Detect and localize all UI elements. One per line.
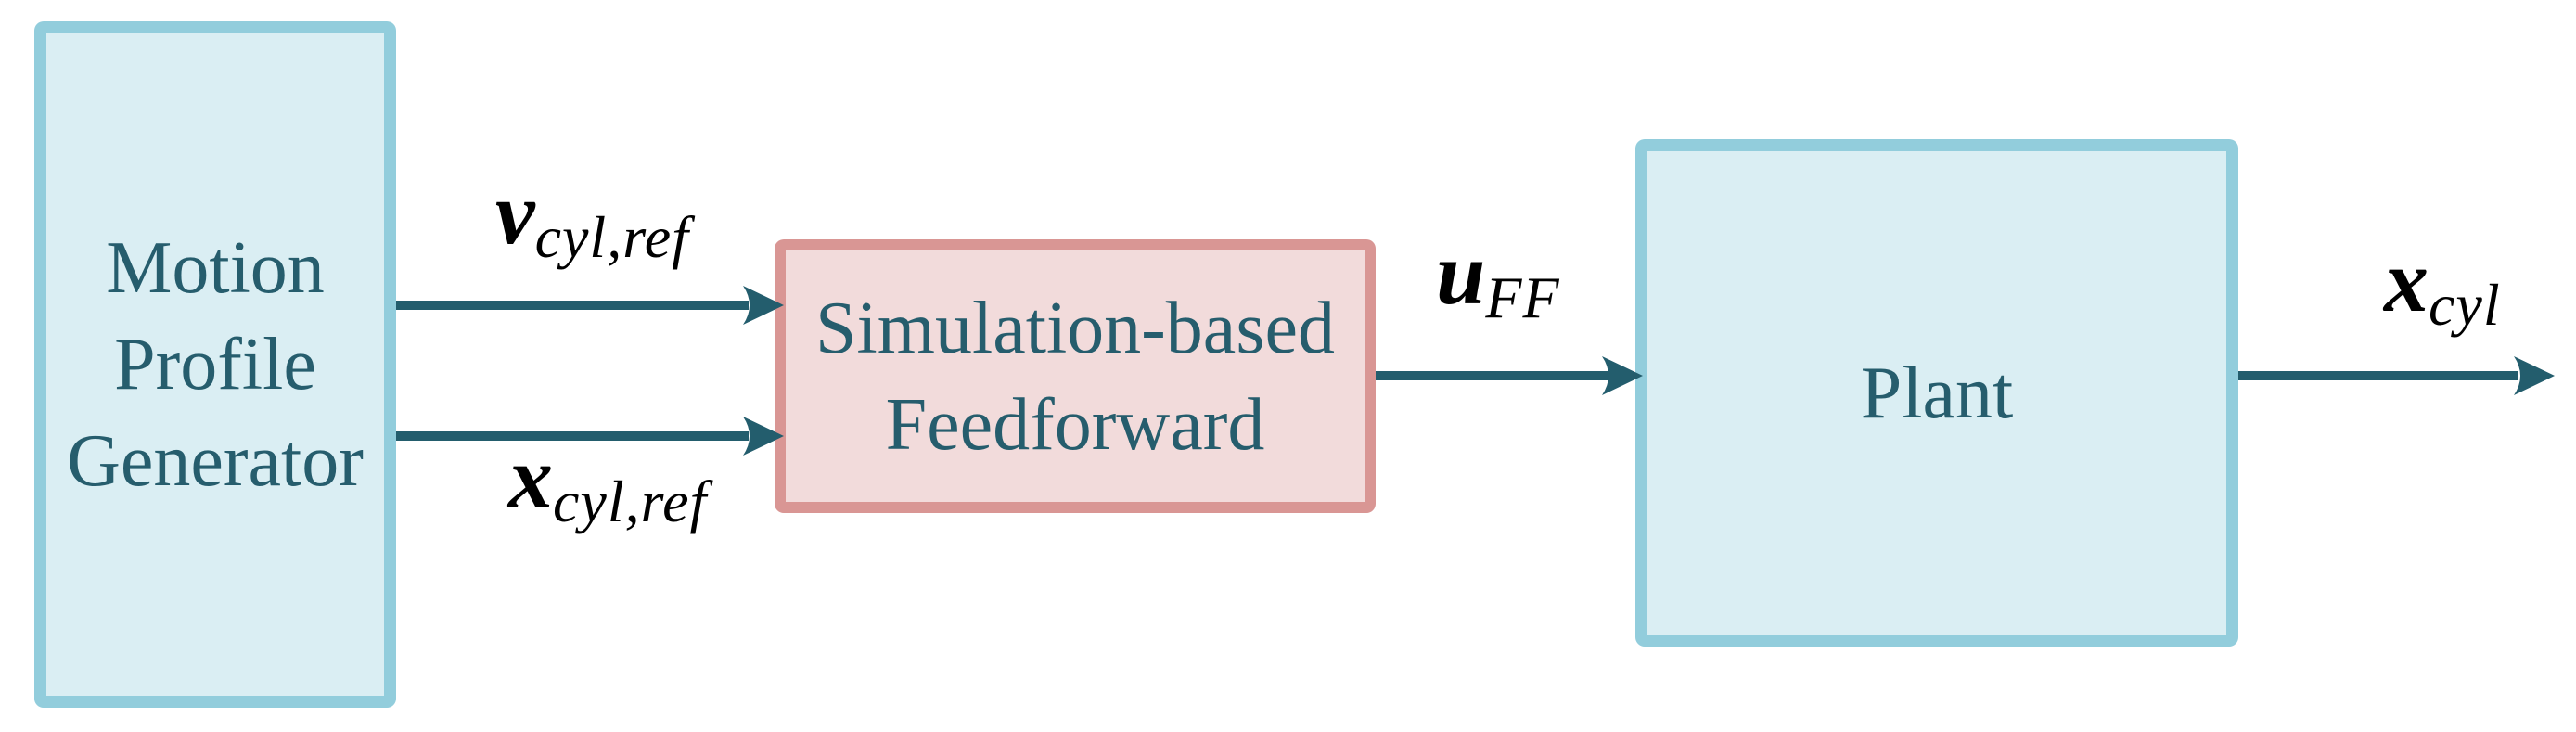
signal-main: x [2384,231,2429,330]
block-simulation-based-feedforward: Simulation-based Feedforward [775,239,1376,513]
signal-subscript: cyl,ref [553,469,708,534]
block-label-line: Generator [67,420,364,502]
block-label-line: Simulation-based [815,287,1335,369]
arrowhead-icon [2514,356,2555,395]
signal-main: x [508,428,553,527]
arrow-x-out-line [2238,371,2518,380]
signal-subscript: cyl [2429,272,2501,338]
signal-subscript: cyl,ref [534,204,689,270]
arrow-v-ref-line [396,301,749,310]
signal-main: u [1436,224,1486,323]
arrowhead-icon [1602,356,1643,395]
arrow-x-ref-line [396,431,749,441]
arrowhead-icon [743,286,784,325]
block-label-line: Plant [1860,352,2014,434]
block-label-line: Profile [114,324,316,405]
signal-subscript: FF [1485,264,1560,330]
block-plant: Plant [1635,139,2238,647]
signal-main: v [495,163,535,263]
block-motion-profile-generator: Motion Profile Generator [34,21,396,708]
block-label-line: Feedforward [885,383,1265,466]
block-label-line: Motion [106,227,325,309]
arrowhead-icon [743,417,784,456]
arrow-u-ff-line [1376,371,1608,380]
